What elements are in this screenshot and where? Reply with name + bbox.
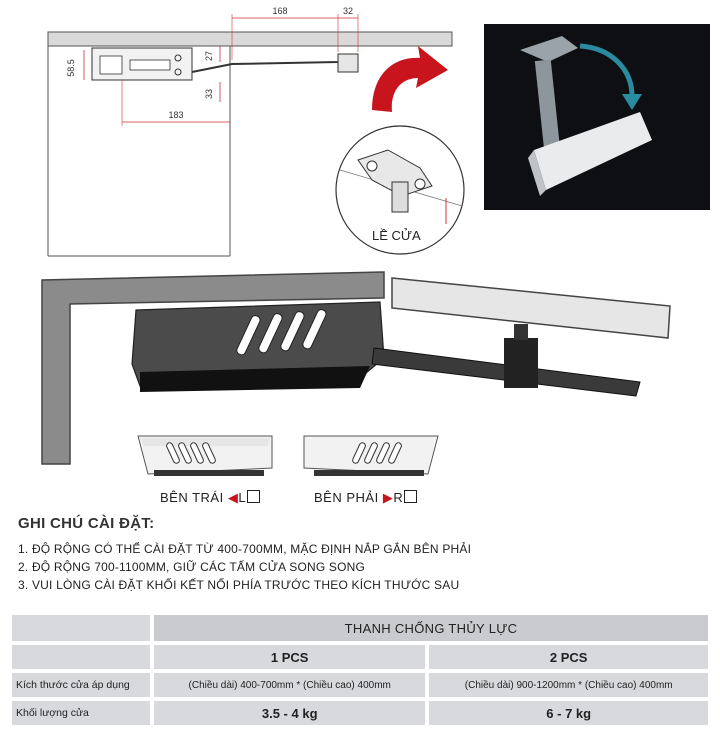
note-item-3: 3. VUI LÒNG CÀI ĐẶT KHỐI KẾT NỐI PHÍA TR… [18,578,460,592]
hinge-label: LỀ CỬA [372,228,421,243]
strut-illustration [41,271,671,465]
door-panel [391,277,671,339]
col-2pcs: 2 PCS [429,645,708,669]
spec-table: THANH CHỐNG THỦY LỰC 1 PCS 2 PCS Kích th… [8,611,712,729]
row-weight-2pcs: 6 - 7 kg [429,701,708,725]
dim-183: 183 [168,110,183,120]
right-triangle-icon: ▶ [382,490,394,505]
photo-rotation-icon [622,94,642,110]
dim-32: 32 [343,6,353,16]
row-weight-label: Khối lượng cửa [12,701,150,725]
table-title: THANH CHỐNG THỦY LỰC [154,615,708,641]
left-variant-image [137,435,273,476]
dim-168: 168 [272,6,287,16]
row-weight-1pcs: 3.5 - 4 kg [154,701,426,725]
note-item-1: 1. ĐỘ RỘNG CÓ THỂ CÀI ĐẶT TỪ 400-700MM, … [18,542,472,556]
rotation-arrow-icon [372,46,448,112]
right-side-label: BÊN PHẢI ▶R [314,490,418,506]
dim-58-5: 58.5 [66,59,76,77]
left-side-label: BÊN TRÁI ◀L [160,490,261,506]
cabinet-top-panel [47,31,453,47]
product-photo [484,24,710,210]
row-size-label: Kích thước cửa áp dụng [12,673,150,697]
right-variant-image [303,435,439,476]
cabinet-section [41,271,385,465]
col-1pcs: 1 PCS [154,645,426,669]
strut-bracket [504,338,538,388]
notes-title: GHI CHÚ CÀI ĐẶT: [18,515,155,532]
row-size-2pcs: (Chiều dài) 900-1200mm * (Chiều cao) 400… [429,673,708,697]
dim-27: 27 [204,51,214,61]
note-item-2: 2. ĐỘ RỘNG 700-1100MM, GIỮ CÁC TẤM CỬA S… [18,560,366,574]
row-size-1pcs: (Chiều dài) 400-700mm * (Chiều cao) 400m… [154,673,426,697]
installation-diagram: 168 32 58.5 27 33 183 LỀ CỬA [47,6,710,257]
left-triangle-icon: ◀ [227,490,239,505]
left-checkbox-icon [247,490,261,503]
right-checkbox-icon [404,490,418,503]
dim-33: 33 [204,89,214,99]
